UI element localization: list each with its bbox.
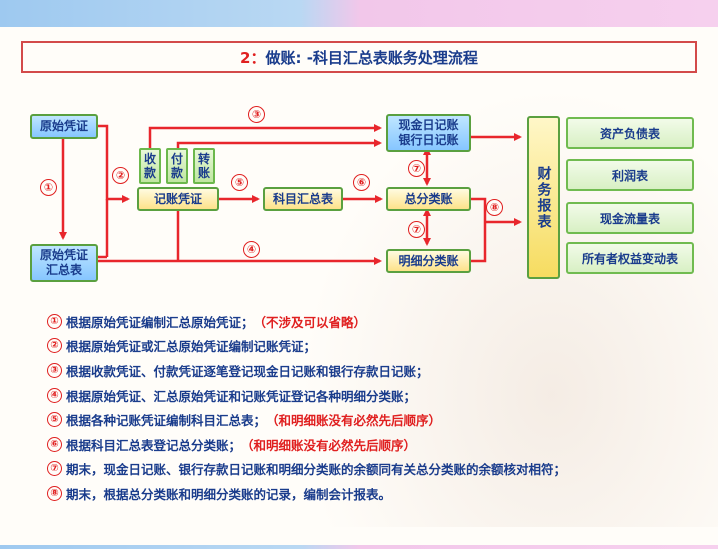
- output-equity-statement: 所有者权益变动表: [566, 242, 694, 274]
- finance-report-box: 财务报表: [527, 116, 560, 279]
- note-text: 根据原始凭证、汇总原始凭证和记账凭证登记各种明细分类账；: [66, 388, 417, 404]
- note-text: 期末，根据总分类账和明细分类账的记录，编制会计报表。: [66, 486, 392, 502]
- payment-label-1: 付: [170, 152, 183, 166]
- transfer-box: 转 账: [193, 148, 215, 184]
- transfer-label-2: 账: [197, 166, 210, 180]
- source-summary-label-2: 汇总表: [45, 263, 82, 277]
- output-label: 现金流量表: [599, 211, 660, 226]
- note-text: 根据收款凭证、付款凭证逐笔登记现金日记账和银行存款日记账；: [66, 363, 429, 379]
- note-remark: （不涉及可以省略）: [253, 314, 367, 330]
- source-voucher-box: 原始凭证: [30, 114, 98, 139]
- payment-box: 付 款: [166, 148, 188, 184]
- receipt-label-2: 款: [143, 166, 156, 180]
- receipt-box: 收 款: [139, 148, 161, 184]
- arrow-2a: [98, 124, 130, 203]
- output-label: 资产负债表: [599, 126, 660, 141]
- step-mark-6: ⑥: [353, 174, 370, 191]
- output-balance-sheet: 资产负债表: [566, 117, 694, 149]
- step-mark-7a: ⑦: [408, 160, 425, 177]
- output-label: 所有者权益变动表: [581, 251, 678, 266]
- voucher-box: 记账凭证: [137, 187, 219, 211]
- note-text: 根据原始凭证或汇总原始凭证编制记账凭证；: [66, 339, 317, 355]
- step-mark-5: ⑤: [231, 174, 248, 191]
- arrow-3a: [148, 124, 382, 148]
- note-text: 根据各种记账凭证编制科目汇总表；: [66, 413, 267, 429]
- note-text: 根据原始凭证编制汇总原始凭证；: [66, 314, 254, 330]
- note-number: ⑧: [47, 485, 62, 501]
- note-number: ①: [47, 313, 62, 329]
- journal-label-2: 银行日记账: [398, 133, 459, 147]
- subject-summary-box: 科目汇总表: [263, 187, 343, 211]
- note-text: 期末，现金日记账、银行存款日记账和明细分类账的余额同有关总分类账的余额核对相符；: [66, 462, 567, 478]
- source-summary-label-1: 原始凭证: [39, 248, 88, 262]
- note-number: ③: [47, 362, 62, 378]
- note-remark: （和明细账没有必然先后顺序）: [266, 413, 442, 429]
- journal-label-1: 现金日记账: [398, 118, 459, 132]
- finance-report-label: 财务报表: [535, 165, 552, 230]
- title-box: 2： 做账: -科目汇总表账务处理流程: [21, 41, 697, 73]
- journal-box: 现金日记账 银行日记账: [386, 114, 471, 152]
- note-remark: （和明细账没有必然先后顺序）: [241, 437, 417, 453]
- step-mark-8: ⑧: [486, 199, 503, 216]
- output-cashflow-statement: 现金流量表: [566, 202, 694, 234]
- note-number: ②: [47, 338, 62, 354]
- title-text: 做账: -科目汇总表账务处理流程: [265, 48, 478, 67]
- note-number: ④: [47, 387, 62, 403]
- general-ledger-label: 总分类账: [404, 191, 453, 206]
- detail-ledger-box: 明细分类账: [386, 249, 471, 273]
- arrow-3b: [176, 139, 382, 148]
- note-number: ⑥: [47, 436, 62, 452]
- general-ledger-box: 总分类账: [386, 187, 471, 211]
- detail-ledger-label: 明细分类账: [398, 253, 459, 268]
- step-mark-1: ①: [40, 179, 57, 196]
- source-summary-box: 原始凭证 汇总表: [30, 244, 98, 282]
- payment-label-2: 款: [170, 166, 183, 180]
- output-label: 利润表: [611, 168, 648, 183]
- step-mark-4: ④: [243, 241, 260, 258]
- transfer-label-1: 转: [197, 152, 210, 166]
- step-mark-2: ②: [112, 167, 129, 184]
- source-voucher-label: 原始凭证: [39, 119, 88, 133]
- note-text: 根据科目汇总表登记总分类账；: [66, 437, 242, 453]
- subject-summary-label: 科目汇总表: [272, 191, 333, 206]
- note-number: ⑦: [47, 461, 62, 477]
- step-mark-3: ③: [248, 106, 265, 123]
- title-number: 2：: [240, 48, 266, 67]
- voucher-label: 记账凭证: [153, 191, 202, 206]
- step-mark-7b: ⑦: [408, 221, 425, 238]
- note-number: ⑤: [47, 412, 62, 428]
- output-income-statement: 利润表: [566, 159, 694, 191]
- receipt-label-1: 收: [143, 152, 156, 166]
